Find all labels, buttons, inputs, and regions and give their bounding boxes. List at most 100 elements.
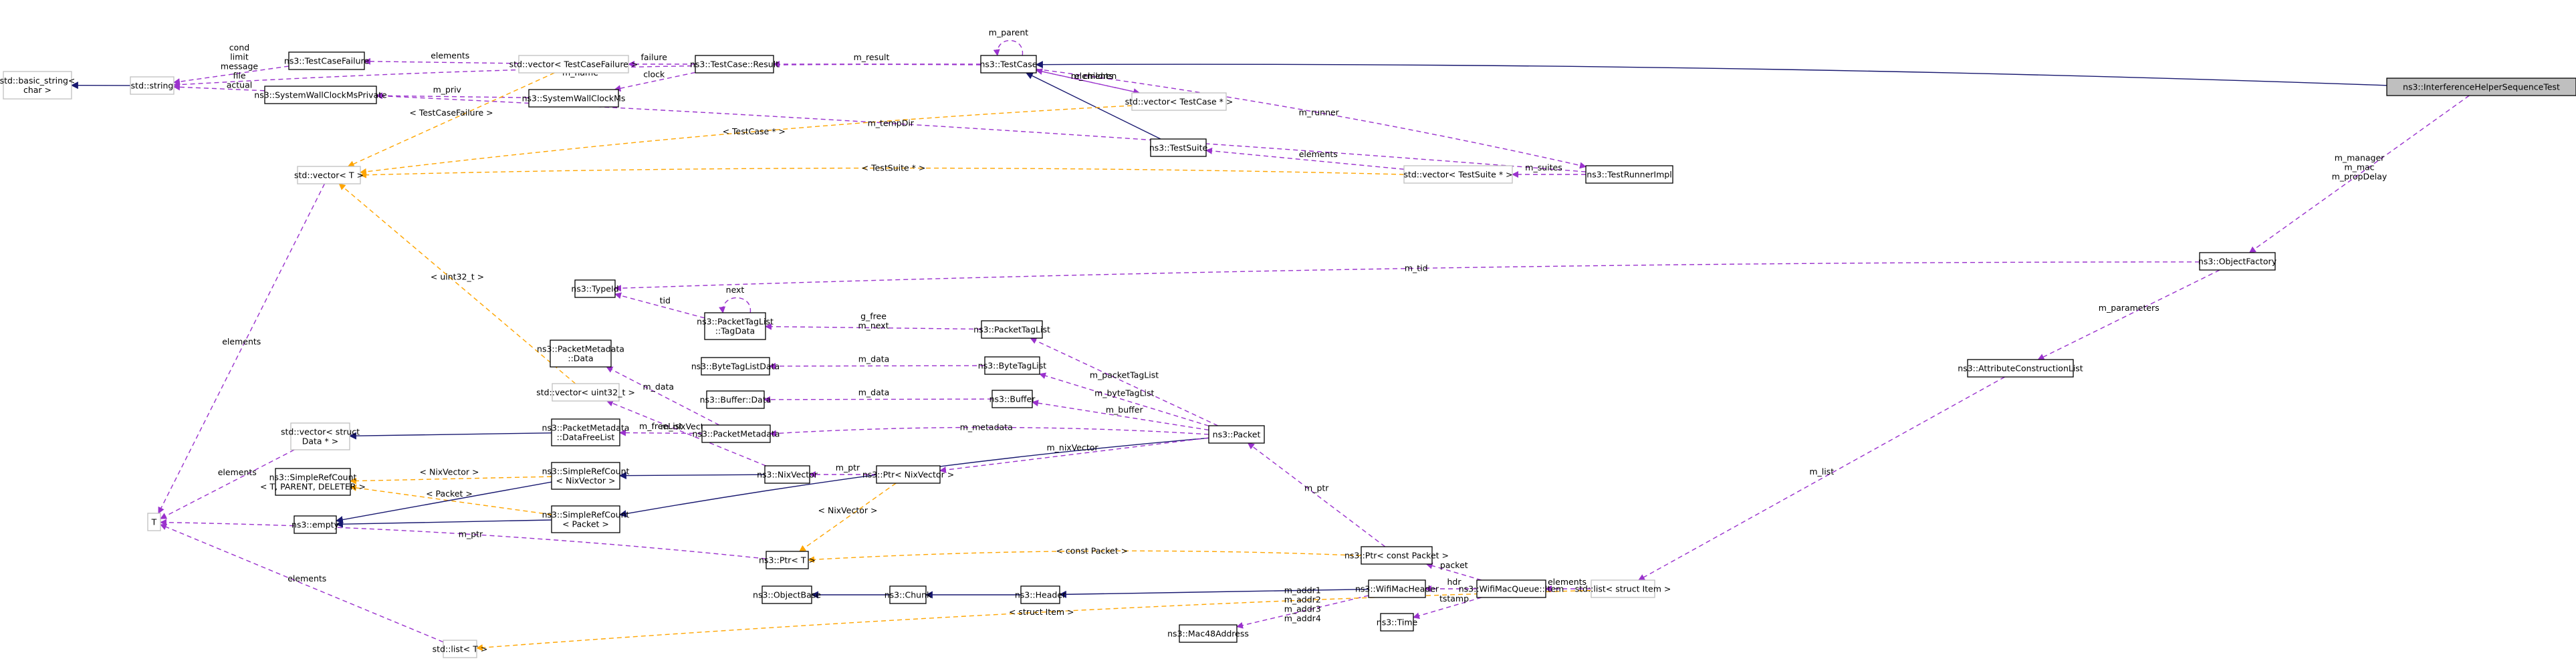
node-label-line: ns3::TestSuite [1149, 143, 1208, 153]
class-node-TestSuite[interactable]: ns3::TestSuite [1149, 138, 1208, 157]
usage-edge-list_T-to-T [160, 523, 444, 643]
class-node-BufferData[interactable]: ns3::Buffer::Data [700, 390, 772, 409]
class-node-WifiMacQueueItem[interactable]: ns3::WifiMacQueue::Item [1459, 579, 1564, 598]
node-label-line: T [151, 517, 157, 527]
class-node-Packet[interactable]: ns3::Packet [1208, 425, 1265, 444]
class-node-SystemWallClockMsPrivate[interactable]: ns3::SystemWallClockMsPrivate [254, 86, 387, 104]
class-node-basic_string[interactable]: std::basic_string<char > [0, 71, 75, 100]
class-node-SimpleRefCountT[interactable]: ns3::SimpleRefCount< T, PARENT, DELETER … [260, 468, 366, 496]
usage-edge-TestCaseFailure-to-string [173, 65, 289, 86]
class-node-DataFreeList[interactable]: ns3::PacketMetadata::DataFreeList [542, 418, 630, 446]
class-node-Mac48Address[interactable]: ns3::Mac48Address [1167, 624, 1249, 643]
node-box [294, 515, 337, 534]
node-label-line: < NixVector > [556, 476, 616, 486]
usage-edge-vector_TestCaseFailure-to-TestCaseFailure [364, 57, 519, 65]
edge-label: hdr [1447, 577, 1462, 587]
class-node-T[interactable]: T [147, 513, 161, 531]
edge-label-line: tid [660, 295, 671, 305]
class-node-Buffer[interactable]: ns3::Buffer [989, 390, 1036, 408]
class-node-PacketMetadataData[interactable]: ns3::PacketMetadata::Data [537, 340, 624, 368]
node-box [264, 86, 377, 104]
class-node-AttributeConstructionList[interactable]: ns3::AttributeConstructionList [1958, 359, 2083, 378]
edge-label: m_nixVector [661, 422, 713, 432]
class-node-ByteTagList[interactable]: ns3::ByteTagList [978, 356, 1046, 375]
class-node-TestRunnerImpl[interactable]: ns3::TestRunnerImpl [1585, 165, 1673, 184]
node-label: ns3::PacketMetadata::DataFreeList [542, 423, 630, 442]
class-node-ObjectFactory[interactable]: ns3::ObjectFactory [2198, 252, 2277, 271]
edge-label: next [726, 285, 745, 295]
edge-label: m_parameters [2099, 303, 2159, 313]
class-node-string[interactable]: std::string [130, 76, 174, 95]
class-node-ByteTagListData[interactable]: ns3::ByteTagListData [691, 357, 780, 376]
class-node-PacketMetadata[interactable]: ns3::PacketMetadata [693, 424, 780, 443]
node-label: std::string [131, 81, 174, 91]
class-node-Header[interactable]: ns3::Header [1015, 585, 1066, 604]
class-node-WifiMacHeader[interactable]: ns3::WifiMacHeader [1355, 579, 1439, 598]
node-label-line: std::list< struct Item > [1575, 584, 1671, 594]
class-node-SimpleRefCountPacket[interactable]: ns3::SimpleRefCount< Packet > [542, 505, 630, 533]
node-label-line: ns3::TestCase [979, 59, 1037, 70]
node-label: ns3::TestCaseFailure [284, 56, 369, 66]
class-node-vector_TestCaseFailure[interactable]: std::vector< TestCaseFailure > [509, 55, 638, 74]
node-box [130, 76, 174, 95]
node-label: ns3::Ptr< T > [759, 555, 816, 565]
node-label-line: ns3::Chunk [885, 590, 932, 600]
edge-label: tid [660, 295, 671, 305]
class-node-InterferenceHelperSequenceTest[interactable]: ns3::InterferenceHelperSequenceTest [2386, 78, 2576, 96]
node-label-line: std::vector< struct [281, 427, 360, 437]
node-label-line: ns3::WifiMacHeader [1355, 584, 1439, 594]
class-node-PtrNixVector[interactable]: ns3::Ptr< NixVector > [862, 465, 954, 484]
node-label-line: ns3::ObjectFactory [2198, 257, 2277, 267]
node-label-line: std::vector< uint32_t > [536, 388, 635, 398]
node-label: std::vector< T > [294, 170, 364, 180]
edge-label: m_ptr [459, 529, 483, 539]
edge-label-line: < NixVector > [420, 467, 479, 477]
usage-edge-WifiMacQueueItem-to-Time [1413, 597, 1482, 620]
node-label: ns3::NixVector [757, 470, 818, 480]
edge-label-line: < NixVector > [818, 505, 878, 515]
class-node-vector_uint32[interactable]: std::vector< uint32_t > [536, 383, 635, 402]
edge-label: m_tempDir [868, 118, 915, 128]
class-node-list_T[interactable]: std::list< T > [433, 640, 488, 658]
class-node-empty[interactable]: ns3::empty [291, 515, 340, 534]
node-label-line: ns3::SystemWallClockMsPrivate [254, 90, 387, 100]
node-label-line: ns3::Ptr< T > [759, 555, 816, 565]
edge-label-line: m_priv [433, 85, 462, 95]
class-node-NixVector[interactable]: ns3::NixVector [757, 465, 818, 484]
class-node-list_structItem[interactable]: std::list< struct Item > [1575, 579, 1671, 598]
class-node-SystemWallClockMs[interactable]: ns3::SystemWallClockMs [522, 89, 626, 108]
node-box [766, 551, 809, 569]
class-node-Time[interactable]: ns3::Time [1377, 613, 1418, 632]
node-label-line: ns3::ByteTagList [978, 361, 1046, 371]
node-box [704, 312, 766, 340]
class-node-Chunk[interactable]: ns3::Chunk [885, 585, 932, 604]
edge-label-line: m_ptr [1304, 483, 1329, 493]
class-node-vector_TestSuitePtr[interactable]: std::vector< TestSuite * > [1403, 165, 1513, 184]
edge-labels-layer: condlimitmessagefileactualm_dataDirm_nam… [218, 27, 2387, 624]
node-label: ns3::empty [291, 520, 340, 530]
node-label: ns3::TestSuite [1149, 143, 1208, 153]
class-node-TestCaseFailure[interactable]: ns3::TestCaseFailure [284, 51, 369, 70]
class-node-TestCaseResult[interactable]: ns3::TestCase::Result [690, 55, 779, 74]
class-node-PtrT[interactable]: ns3::Ptr< T > [759, 551, 816, 569]
node-label-line: ns3::TestCase::Result [690, 59, 779, 70]
class-node-ObjectBase[interactable]: ns3::ObjectBase [753, 585, 821, 604]
class-node-PacketTagList[interactable]: ns3::PacketTagList [973, 320, 1050, 339]
edge-label: < TestCase * > [723, 126, 786, 136]
usage-edge-WifiMacQueueItem-to-PtrConstPacket [1425, 562, 1482, 581]
class-node-PtrConstPacket[interactable]: ns3::Ptr< const Packet > [1344, 546, 1449, 565]
usage-edge-PtrT-to-T [160, 519, 767, 559]
class-node-vector_TestCasePtr[interactable]: std::vector< TestCase * > [1125, 92, 1234, 111]
usage-edge-Packet-to-ByteTagList [1039, 372, 1209, 426]
class-node-SimpleRefCountNix[interactable]: ns3::SimpleRefCount< NixVector > [542, 462, 630, 490]
usage-edge-vector_structData-to-T [160, 449, 295, 519]
class-node-TagData[interactable]: ns3::PacketTagList::TagData [697, 312, 774, 340]
edge-label: m_parent [989, 27, 1028, 37]
class-node-vector_T[interactable]: std::vector< T > [294, 166, 364, 184]
class-node-TestCase[interactable]: ns3::TestCase [979, 55, 1038, 74]
class-node-TypeId[interactable]: ns3::TypeId [571, 279, 619, 298]
edge-label: clock [643, 70, 665, 80]
